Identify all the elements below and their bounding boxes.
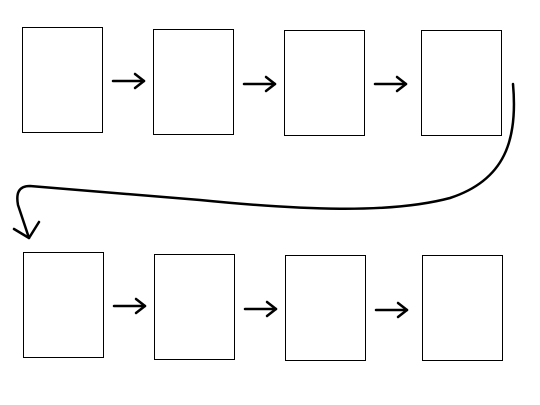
page-box: [285, 255, 366, 361]
right-arrow-icon: [373, 75, 408, 93]
curved-wrap-arrow-icon: [12, 82, 516, 240]
right-arrow-icon: [243, 300, 278, 318]
right-arrow-icon: [112, 297, 147, 315]
page-box: [422, 255, 503, 361]
row-1: [22, 27, 502, 136]
page-box: [22, 27, 103, 133]
right-arrow-icon: [374, 301, 409, 319]
row-2: [23, 252, 503, 361]
right-arrow-icon: [242, 75, 277, 93]
page-box: [284, 30, 365, 136]
right-arrow-icon: [111, 72, 146, 90]
page-box: [421, 30, 502, 136]
page-box: [153, 29, 234, 135]
page-box: [23, 252, 104, 358]
page-box: [154, 254, 235, 360]
